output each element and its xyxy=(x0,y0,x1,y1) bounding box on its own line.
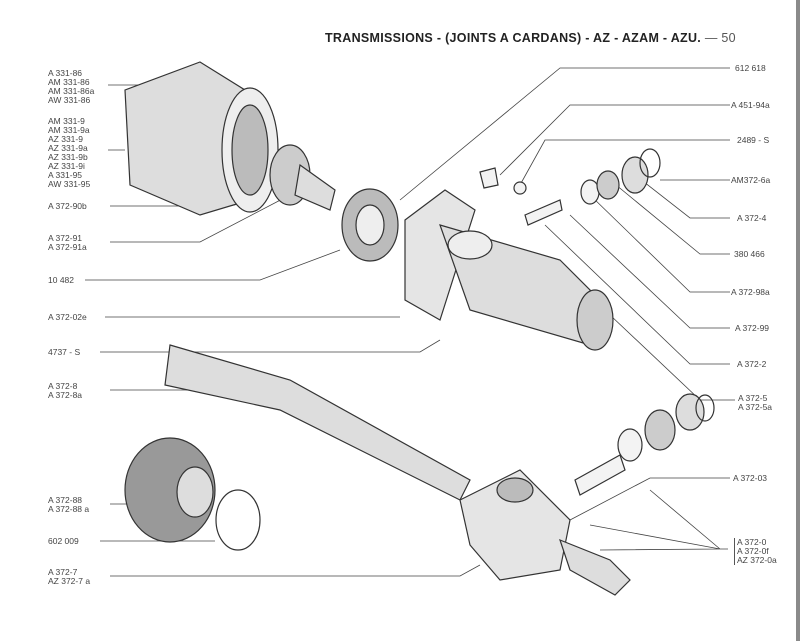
label-line: A 372-8 xyxy=(48,381,78,391)
part-label-602009: 602 009 xyxy=(48,537,79,546)
label-line: AZ 372-7 a xyxy=(48,576,91,586)
part-label-372-98a: A 372-98a xyxy=(731,288,770,297)
label-line: A 372-0f xyxy=(737,546,769,556)
part-label-372-99: A 372-99 xyxy=(735,324,769,333)
label-line: A 372-91 xyxy=(48,233,83,243)
label-line: A 372-02e xyxy=(48,312,87,322)
label-line: A 372-90b xyxy=(48,201,87,211)
label-line: A 372-99 xyxy=(735,323,770,333)
label-line: 10 482 xyxy=(48,275,74,285)
label-line: 380 466 xyxy=(734,249,765,259)
label-line: 602 009 xyxy=(48,536,79,546)
title-text: TRANSMISSIONS - (JOINTS A CARDANS) - AZ … xyxy=(325,31,702,45)
label-line: 4737 - S xyxy=(48,347,81,357)
label-line: AM 331-9 xyxy=(48,116,85,126)
label-line: A 372-0 xyxy=(737,537,767,547)
label-line: AW 331-95 xyxy=(48,179,91,189)
label-line: A 372-8a xyxy=(48,390,83,400)
label-line: A 372-5a xyxy=(738,402,773,412)
page-number: — 50 xyxy=(704,31,736,45)
part-label-10482: 10 482 xyxy=(48,276,74,285)
page-title: TRANSMISSIONS - (JOINTS A CARDANS) - AZ … xyxy=(325,31,736,45)
label-line: AW 331-86 xyxy=(48,95,91,105)
part-label-372-03: A 372-03 xyxy=(733,474,767,483)
label-line: AM 331-9a xyxy=(48,125,90,135)
label-line: A 372-2 xyxy=(737,359,767,369)
label-line: A 372-03 xyxy=(733,473,768,483)
label-line: AZ 331-9i xyxy=(48,161,85,171)
label-line: A 372-91a xyxy=(48,242,87,252)
part-label-2489-s: 2489 - S xyxy=(737,136,769,145)
label-line: 612 618 xyxy=(735,63,766,73)
label-line: A 372-5 xyxy=(738,393,768,403)
label-line: A 451-94a xyxy=(731,100,770,110)
part-label-4737-s: 4737 - S xyxy=(48,348,80,357)
label-line: A 331-86 xyxy=(48,68,83,78)
label-line: A 372-88 xyxy=(48,495,83,505)
part-label-380466: 380 466 xyxy=(734,250,765,259)
label-line: A 372-88 a xyxy=(48,504,90,514)
label-line: A 331-95 xyxy=(48,170,83,180)
label-line: AZ 331-9a xyxy=(48,143,88,153)
label-line: AZ 331-9b xyxy=(48,152,88,162)
label-line: A 372-7 xyxy=(48,567,78,577)
part-label-612618: 612 618 xyxy=(735,64,766,73)
label-line: A 372-4 xyxy=(737,213,767,223)
part-label-372-2: A 372-2 xyxy=(737,360,766,369)
parts xyxy=(124,61,715,596)
page-edge xyxy=(796,0,800,641)
part-label-451-94a: A 451-94a xyxy=(731,101,770,110)
label-line: AM 331-86a xyxy=(48,86,95,96)
label-line: AZ 372-0a xyxy=(737,555,777,565)
part-label-372-02e: A 372-02e xyxy=(48,313,87,322)
label-line: 2489 - S xyxy=(737,135,770,145)
part-label-372-4: A 372-4 xyxy=(737,214,766,223)
label-line: AM372-6a xyxy=(731,175,771,185)
label-line: A 372-98a xyxy=(731,287,770,297)
label-line: AM 331-86 xyxy=(48,77,90,87)
label-line: AZ 331-9 xyxy=(48,134,83,144)
part-label-372-90b: A 372-90b xyxy=(48,202,87,211)
part-label-372-6a: AM372-6a xyxy=(731,176,770,185)
